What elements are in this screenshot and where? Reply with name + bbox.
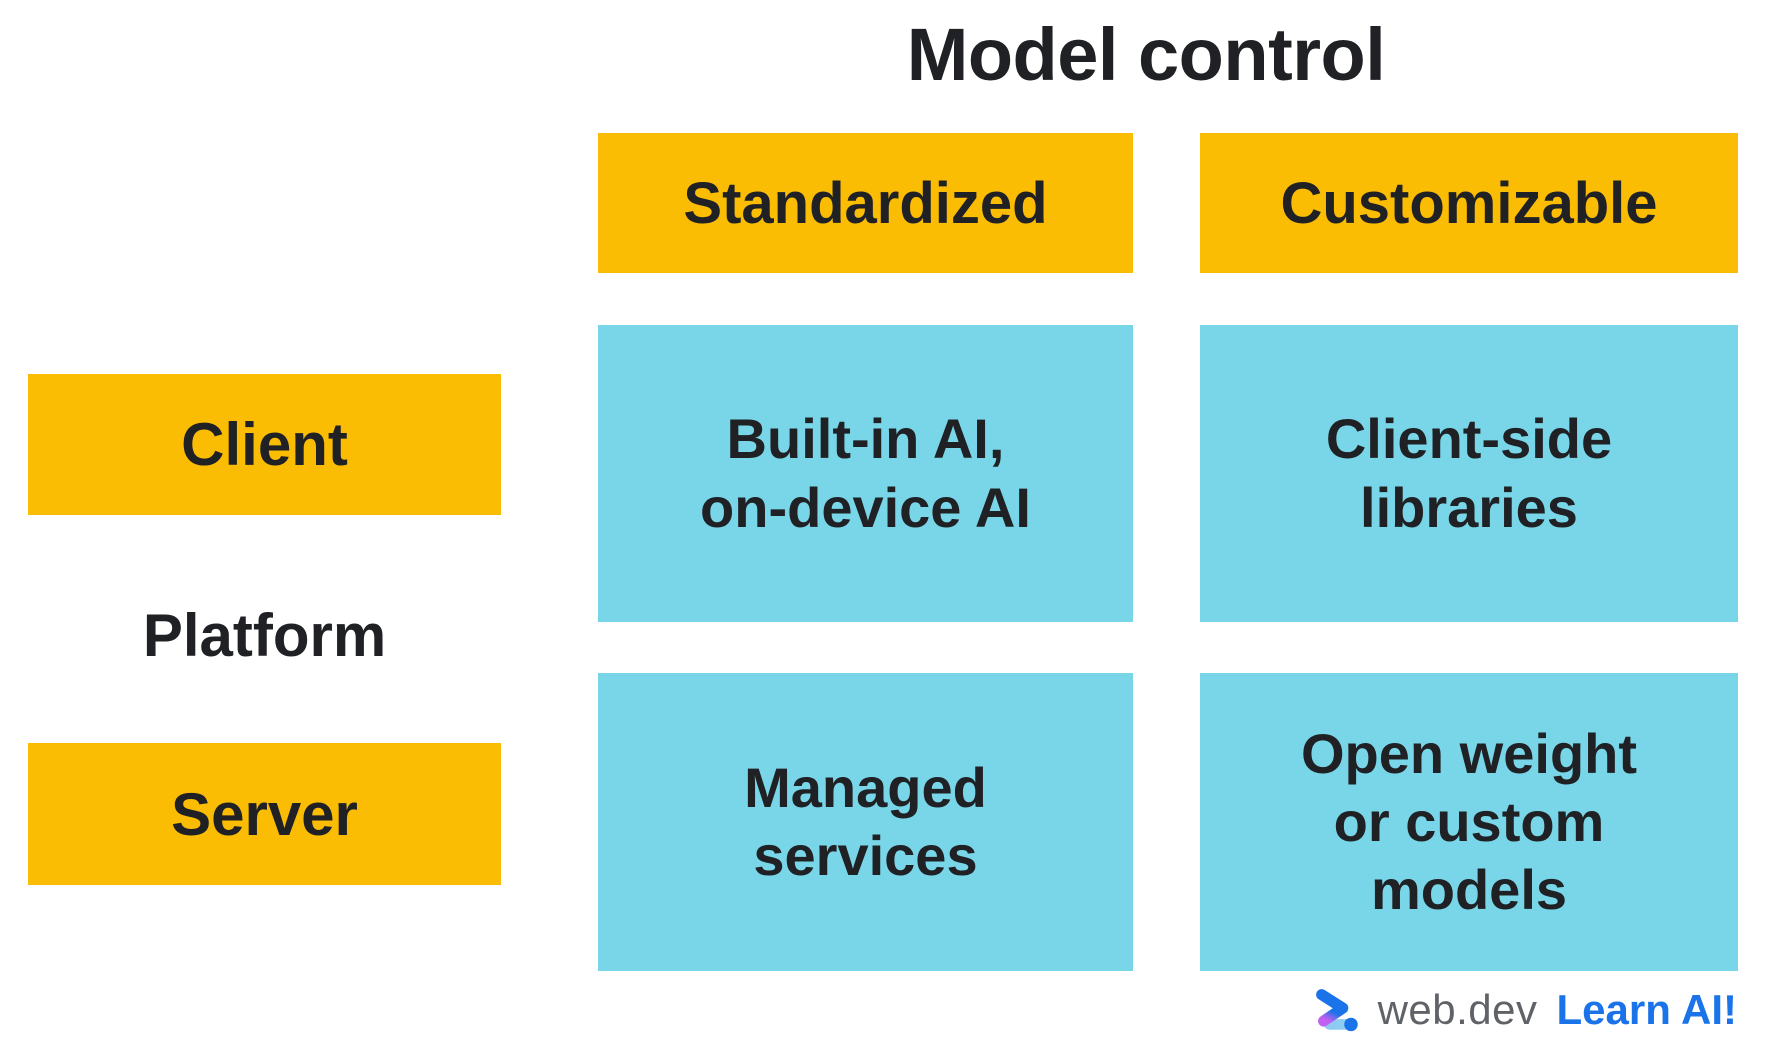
cell-client-customizable: Client-side libraries [1200, 325, 1738, 622]
row-header-server: Server [28, 743, 501, 885]
column-header-customizable: Customizable [1200, 133, 1738, 273]
cell-client-standardized: Built-in AI, on-device AI [598, 325, 1133, 622]
learn-ai-label: Learn AI! [1556, 986, 1737, 1033]
brand-name-label: web.dev [1377, 986, 1538, 1033]
column-header-standardized: Standardized [598, 133, 1133, 273]
cell-server-customizable: Open weight or custom models [1200, 673, 1738, 971]
cell-server-standardized: Managed services [598, 673, 1133, 971]
row-axis-title: Platform [142, 601, 387, 669]
webdev-learn-ai-logo: web.dev Learn AI! [1313, 986, 1737, 1034]
column-axis-title: Model control [906, 13, 1386, 96]
web-dev-chevron-icon [1315, 988, 1358, 1031]
row-header-client: Client [28, 374, 501, 515]
